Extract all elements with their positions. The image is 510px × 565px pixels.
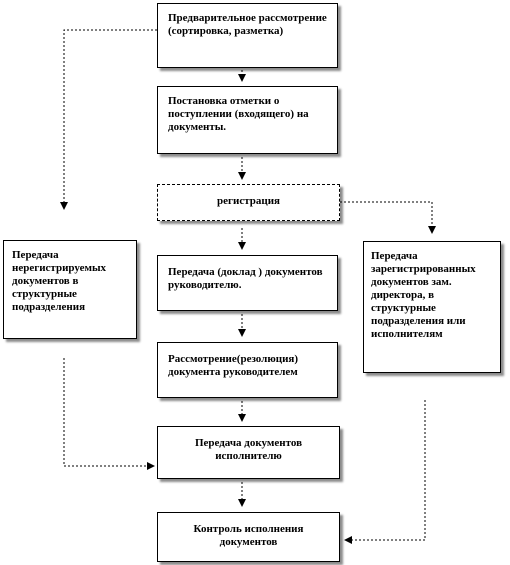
review-box: Рассмотрение(резолюция) документа руково… xyxy=(157,342,338,398)
right-transfer-box: Передача зарегистрированных документов з… xyxy=(363,241,501,373)
arrow-right-to-control xyxy=(344,400,426,544)
control-box: Контроль исполнения документов xyxy=(157,512,340,562)
preliminary-review-box: Предварительное рассмотрение (сортировка… xyxy=(157,3,338,68)
arrow-left-to-exec xyxy=(63,358,155,470)
arrow-registration-to-right xyxy=(340,201,436,234)
left-transfer-box: Передача нерегистрируемых документов в с… xyxy=(3,240,137,339)
transfer-to-head-box: Передача (доклад ) документов руководите… xyxy=(157,255,338,311)
registration-box: регистрация xyxy=(157,184,340,221)
marking-box: Постановка отметки о поступлении (входящ… xyxy=(157,86,338,154)
transfer-to-executor-box: Передача документов исполнителю xyxy=(157,426,340,479)
arrow-preliminary-to-left xyxy=(60,29,157,210)
